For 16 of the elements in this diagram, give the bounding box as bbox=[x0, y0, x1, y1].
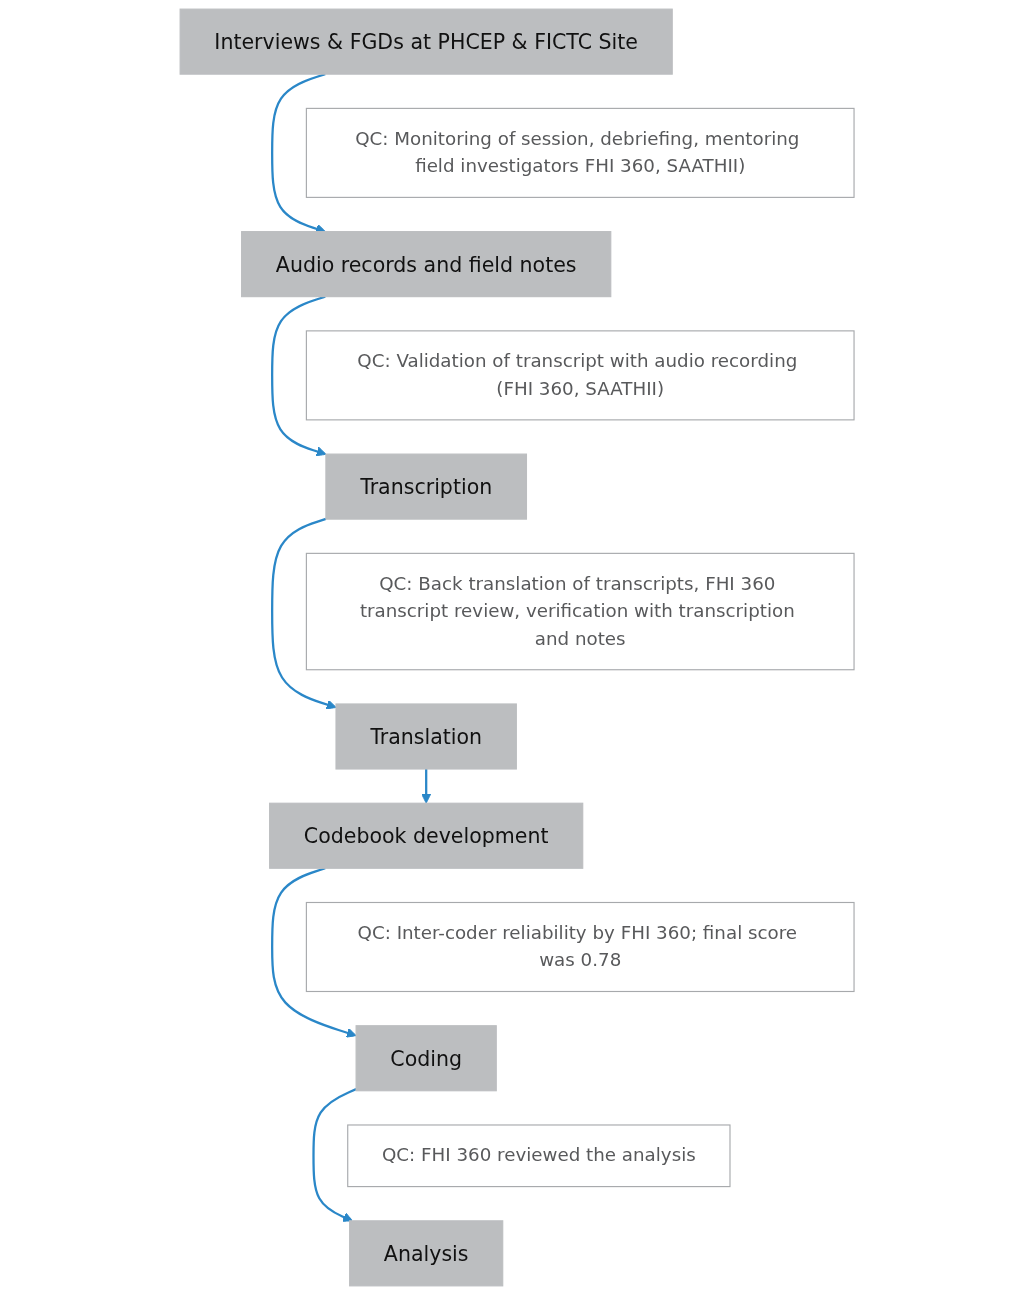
node-box: Audio records and field notes bbox=[240, 231, 612, 298]
node-box: Coding bbox=[355, 1025, 497, 1092]
node-box: QC: FHI 360 reviewed the analysis bbox=[347, 1124, 731, 1188]
arrow bbox=[312, 1088, 357, 1222]
node-box: QC: Back translation of transcripts, FHI 360 transcript review, verification with transcription and notes bbox=[305, 552, 855, 671]
node-box: Codebook development bbox=[268, 802, 584, 869]
node-box: Analysis bbox=[349, 1220, 504, 1287]
node-box: QC: Monitoring of session, debriefing, mentoring field investigators FHI 360, SAATHII) bbox=[305, 107, 855, 198]
node-box: QC: Validation of transcript with audio recording (FHI 360, SAATHII) bbox=[305, 330, 855, 421]
node-box: Transcription bbox=[325, 453, 527, 520]
node-box: Translation bbox=[335, 703, 517, 770]
arrow bbox=[421, 769, 432, 804]
arrow bbox=[270, 295, 327, 457]
arrow bbox=[270, 867, 357, 1038]
node-box: Interviews & FGDs at PHCEP & FICTC Site bbox=[179, 8, 673, 75]
node-box: QC: Inter-coder reliability by FHI 360; final score was 0.78 bbox=[305, 901, 855, 993]
